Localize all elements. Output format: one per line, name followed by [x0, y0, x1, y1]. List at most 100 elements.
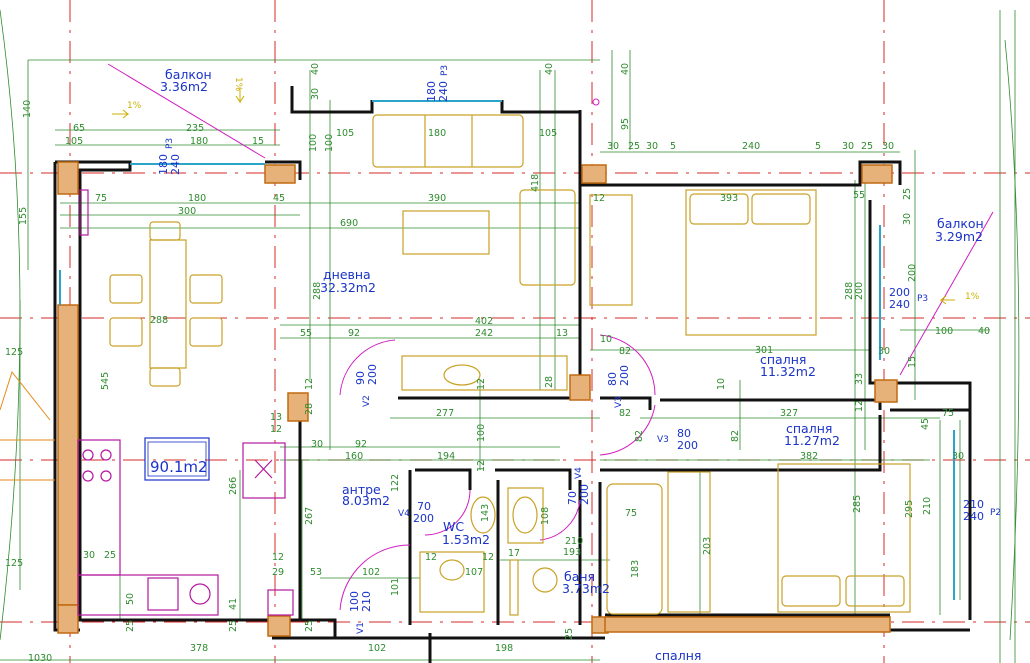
bathroom-area: 3.73m2: [562, 581, 610, 596]
dimension-label: 327: [780, 408, 798, 419]
dimension-label: 30: [311, 439, 323, 450]
p3-right-height: 240: [889, 298, 910, 311]
dimension-label: 41: [228, 598, 239, 610]
dimension-label: 285: [852, 495, 863, 513]
dimension-label: 210: [922, 497, 933, 515]
furniture: [109, 114, 911, 616]
p3-top-height: 240: [437, 81, 450, 102]
dimension-label: 45: [920, 418, 931, 430]
slope-marker: 1%: [233, 77, 243, 92]
dimension-label: 390: [428, 193, 446, 204]
dimension-label: 690: [340, 218, 358, 229]
dimension-label: 12: [476, 460, 487, 472]
dimension-label: 143: [480, 504, 491, 522]
p3-left-width: 180: [157, 154, 170, 175]
v3a-height: 200: [618, 365, 631, 386]
balcony-diagonals: [107, 63, 994, 376]
opening-labels: 180 240 P3 180 240 P3 200 240 P3 210 240…: [157, 65, 1001, 634]
v1-tag: V1: [356, 622, 366, 634]
dimension-label: 40: [310, 63, 321, 75]
dimension-label: 28: [304, 403, 315, 415]
p3-right-width: 200: [889, 286, 910, 299]
p3-top-width: 180: [425, 81, 438, 102]
dimension-label: 1030: [28, 653, 52, 663]
v3a-width: 80: [606, 372, 619, 386]
dimension-label: 82: [730, 430, 741, 442]
bedroom-2-name: спалня: [786, 421, 832, 436]
p2-right-tag: P2: [990, 508, 1001, 518]
slope-marker: 1%: [127, 101, 142, 111]
p3-top-tag: P3: [440, 65, 450, 76]
dimension-label: 122: [390, 474, 401, 492]
dimension-label: 210: [565, 536, 583, 547]
dimension-label: 40: [620, 63, 631, 75]
dimension-label: 5: [670, 141, 676, 152]
v4b-height: 200: [413, 512, 434, 525]
v4b-width: 70: [417, 500, 431, 513]
dimension-label: 25: [628, 141, 640, 152]
v3b-width: 80: [677, 427, 691, 440]
balcony-left-name: балкон: [165, 67, 212, 82]
dimension-label: 12: [854, 400, 865, 412]
dimension-label: 102: [362, 567, 380, 578]
dimension-label: 140: [22, 100, 33, 118]
dimension-label: 25: [902, 188, 913, 200]
dimension-label: 92: [355, 439, 367, 450]
v3a-tag: V3: [614, 396, 624, 408]
bedroom-1-area: 11.32m2: [760, 364, 816, 379]
dimension-label: 12: [482, 552, 494, 563]
bedroom-1-name: спалня: [760, 352, 806, 367]
dimension-label: 155: [18, 207, 29, 225]
dimension-label: 300: [178, 206, 196, 217]
dimension-label: 15: [907, 356, 918, 368]
v4a-width: 70: [566, 491, 579, 505]
dimension-label: 82: [619, 408, 631, 419]
entrance-area: 8.03m2: [342, 493, 390, 508]
dimension-label: 100: [324, 134, 335, 152]
dimension-label: 301: [755, 345, 773, 356]
dimension-label: 28: [544, 376, 555, 388]
dimension-label: 194: [437, 451, 455, 462]
dimension-label: 55: [853, 190, 865, 201]
slope-marker: 1%: [965, 292, 980, 302]
dimension-label: 12: [425, 552, 437, 563]
dimension-label: 12: [272, 552, 284, 563]
dimension-label: 382: [800, 451, 818, 462]
dimension-label: 30: [878, 346, 890, 357]
door-swings: [339, 98, 656, 611]
dimension-label: 30: [83, 550, 95, 561]
dimension-label: 288: [844, 282, 855, 300]
dimension-texts: 140 65 105 235 180 15 30 40 40 40 95 105…: [5, 63, 990, 663]
dimension-label: 30: [646, 141, 658, 152]
dimension-label: 180: [188, 193, 206, 204]
dimension-label: 30: [607, 141, 619, 152]
dimension-label: 288: [312, 282, 323, 300]
dimension-label: 200: [854, 282, 865, 300]
dimension-label: 402: [475, 316, 493, 327]
v4a-tag: V4: [574, 467, 584, 479]
dimension-label: 12: [270, 424, 282, 435]
balcony-right-name: балкон: [937, 216, 984, 231]
room-labels: балкон 3.36m2 балкон 3.29m2 дневна 32.32…: [160, 67, 984, 663]
dimension-label: 100: [308, 134, 319, 152]
v2-tag: V2: [362, 395, 372, 407]
v3b-height: 200: [677, 439, 698, 452]
living-name: дневна: [323, 267, 371, 282]
p2-right-width: 210: [963, 498, 984, 511]
dimension-label: 30: [952, 451, 964, 462]
bathroom-name: баня: [564, 569, 595, 584]
dimension-label: 105: [336, 128, 354, 139]
dimension-label: 418: [530, 174, 541, 192]
living-area: 32.32m2: [320, 280, 376, 295]
dimension-label: 193: [563, 547, 581, 558]
dimension-label: 12: [476, 378, 487, 390]
dimension-label: 240: [742, 141, 760, 152]
dimension-label: 50: [125, 593, 136, 605]
dimension-label: 100: [935, 326, 953, 337]
dimension-label: 25: [125, 620, 136, 632]
dimension-label: 180: [190, 136, 208, 147]
dimension-label: 75: [95, 193, 107, 204]
slope-markers: 1% 1% 1% 1%: [112, 77, 980, 305]
house-icon: [0, 370, 55, 481]
